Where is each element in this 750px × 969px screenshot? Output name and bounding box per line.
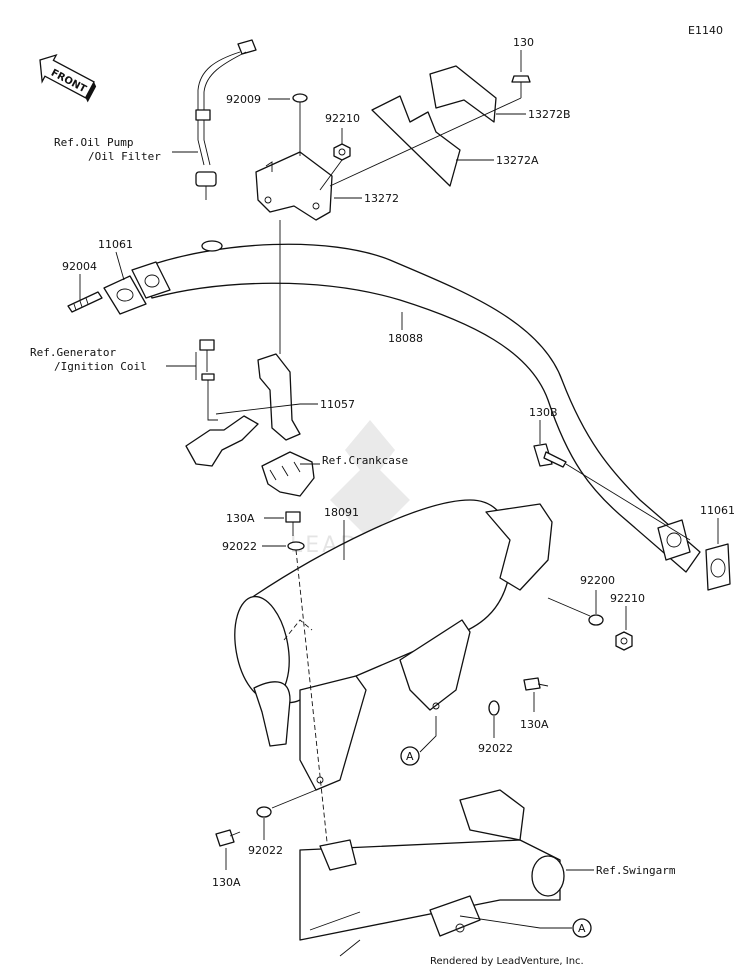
oil-line <box>195 39 257 200</box>
watermark-logo <box>330 420 410 540</box>
bolt-130-top <box>511 75 531 98</box>
gasket-11061-left <box>103 275 147 315</box>
bracket-generator <box>185 415 259 467</box>
flange-left <box>131 261 171 299</box>
callout-a-upper: A <box>400 746 420 766</box>
crankcase-mount <box>261 451 315 497</box>
ref-generator-line2: /Ignition Coil <box>54 360 147 373</box>
washer-92200 <box>588 614 604 626</box>
label-92004: 92004 <box>62 260 97 273</box>
muffler-18091 <box>234 499 553 791</box>
leader-a-upper <box>419 716 437 753</box>
stud-92004 <box>67 291 103 313</box>
washer-92022-right <box>488 700 500 716</box>
label-13272a: 13272A <box>496 154 539 167</box>
callout-a-lower: A <box>572 918 592 938</box>
bolt-130a-mid <box>285 511 301 536</box>
swingarm <box>299 789 565 957</box>
label-18088: 18088 <box>388 332 423 345</box>
front-arrow-icon: FRONT <box>39 53 97 103</box>
label-130a-mid: 130A <box>226 512 255 525</box>
bracket-13272 <box>255 151 333 221</box>
label-92022-bottom: 92022 <box>248 844 283 857</box>
nut-92210-right <box>615 631 633 651</box>
label-11061-right: 11061 <box>700 504 735 517</box>
heat-shield-13272b <box>429 65 497 123</box>
label-92200: 92200 <box>580 574 615 587</box>
label-92022-mid: 92022 <box>222 540 257 553</box>
bracket-11057 <box>257 353 301 441</box>
leader-generator <box>166 352 197 380</box>
label-130a-bottom: 130A <box>212 876 241 889</box>
heat-shield-13272a <box>371 95 461 187</box>
bolt-92009 <box>292 93 308 120</box>
label-18091: 18091 <box>324 506 359 519</box>
ref-generator-line1: Ref.Generator <box>30 346 116 359</box>
washer-92022-bottom <box>256 806 272 818</box>
ref-oil-pump-line2: /Oil Filter <box>88 150 161 163</box>
label-13272b: 13272B <box>528 108 571 121</box>
callout-a-upper-text: A <box>406 750 414 763</box>
gasket-11061-right <box>705 543 731 591</box>
nut-92210-top <box>333 143 351 161</box>
diagram-id: E1140 <box>688 24 723 37</box>
label-92210-right: 92210 <box>610 592 645 605</box>
leader-11057 <box>215 403 318 415</box>
label-130a-right: 130A <box>520 718 549 731</box>
label-92009: 92009 <box>226 93 261 106</box>
washer-generator <box>201 373 215 381</box>
label-11061-left: 11061 <box>98 238 133 251</box>
ref-swingarm: Ref.Swingarm <box>596 864 676 877</box>
flange-right <box>657 519 691 561</box>
label-130-top: 130 <box>513 36 534 49</box>
bolt-130b <box>533 443 567 468</box>
bolt-130a-bottom <box>215 829 241 847</box>
bolt-generator <box>199 339 215 372</box>
footer-credit: Rendered by LeadVenture, Inc. <box>430 956 584 967</box>
label-130b: 130B <box>529 406 558 419</box>
ref-oil-pump-line1: Ref.Oil Pump <box>54 136 133 149</box>
callout-a-lower-text: A <box>578 922 586 935</box>
label-11057: 11057 <box>320 398 355 411</box>
leader-a-lower <box>459 915 572 929</box>
label-13272: 13272 <box>364 192 399 205</box>
leader-11061-left <box>115 251 125 281</box>
label-92022-right: 92022 <box>478 742 513 755</box>
bolt-130a-right <box>523 677 549 691</box>
ref-crankcase: Ref.Crankcase <box>322 454 408 467</box>
washer-92022-mid <box>287 541 305 551</box>
label-92210-top: 92210 <box>325 112 360 125</box>
